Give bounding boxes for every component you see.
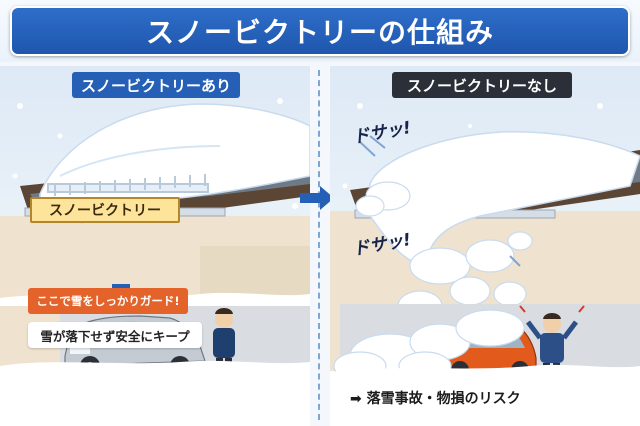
snow-guard-fence [47, 174, 209, 196]
left-illustration [0, 98, 310, 426]
ground-snow-right [330, 364, 640, 426]
right-scene-without-product: スノービクトリーなし ドサッ! ドサッ! [330, 66, 640, 426]
ground-snow [0, 360, 310, 426]
right-illustration [330, 103, 640, 426]
right-arrow-icon [300, 186, 334, 210]
title-bar: スノービクトリーの仕組み [0, 0, 640, 62]
keep-callout: 雪が落下せず安全にキープ [28, 322, 202, 348]
page-title: スノービクトリーの仕組み [145, 16, 494, 49]
title-banner: スノービクトリーの仕組み [10, 6, 630, 56]
risk-caption: ➡ 落雪事故・物損のリスク [350, 391, 521, 407]
with-product-label: スノービクトリーあり [72, 72, 240, 98]
product-callout: スノービクトリー [30, 197, 180, 223]
guard-callout: ここで雪をしっかりガード! [28, 288, 188, 314]
panel-divider [318, 70, 320, 420]
left-scene-with-product: スノービクトリーあり スノービクトリー ここで雪をしっかりガード! 雪が落下せず… [0, 66, 310, 426]
without-product-label: スノービクトリーなし [392, 72, 572, 98]
